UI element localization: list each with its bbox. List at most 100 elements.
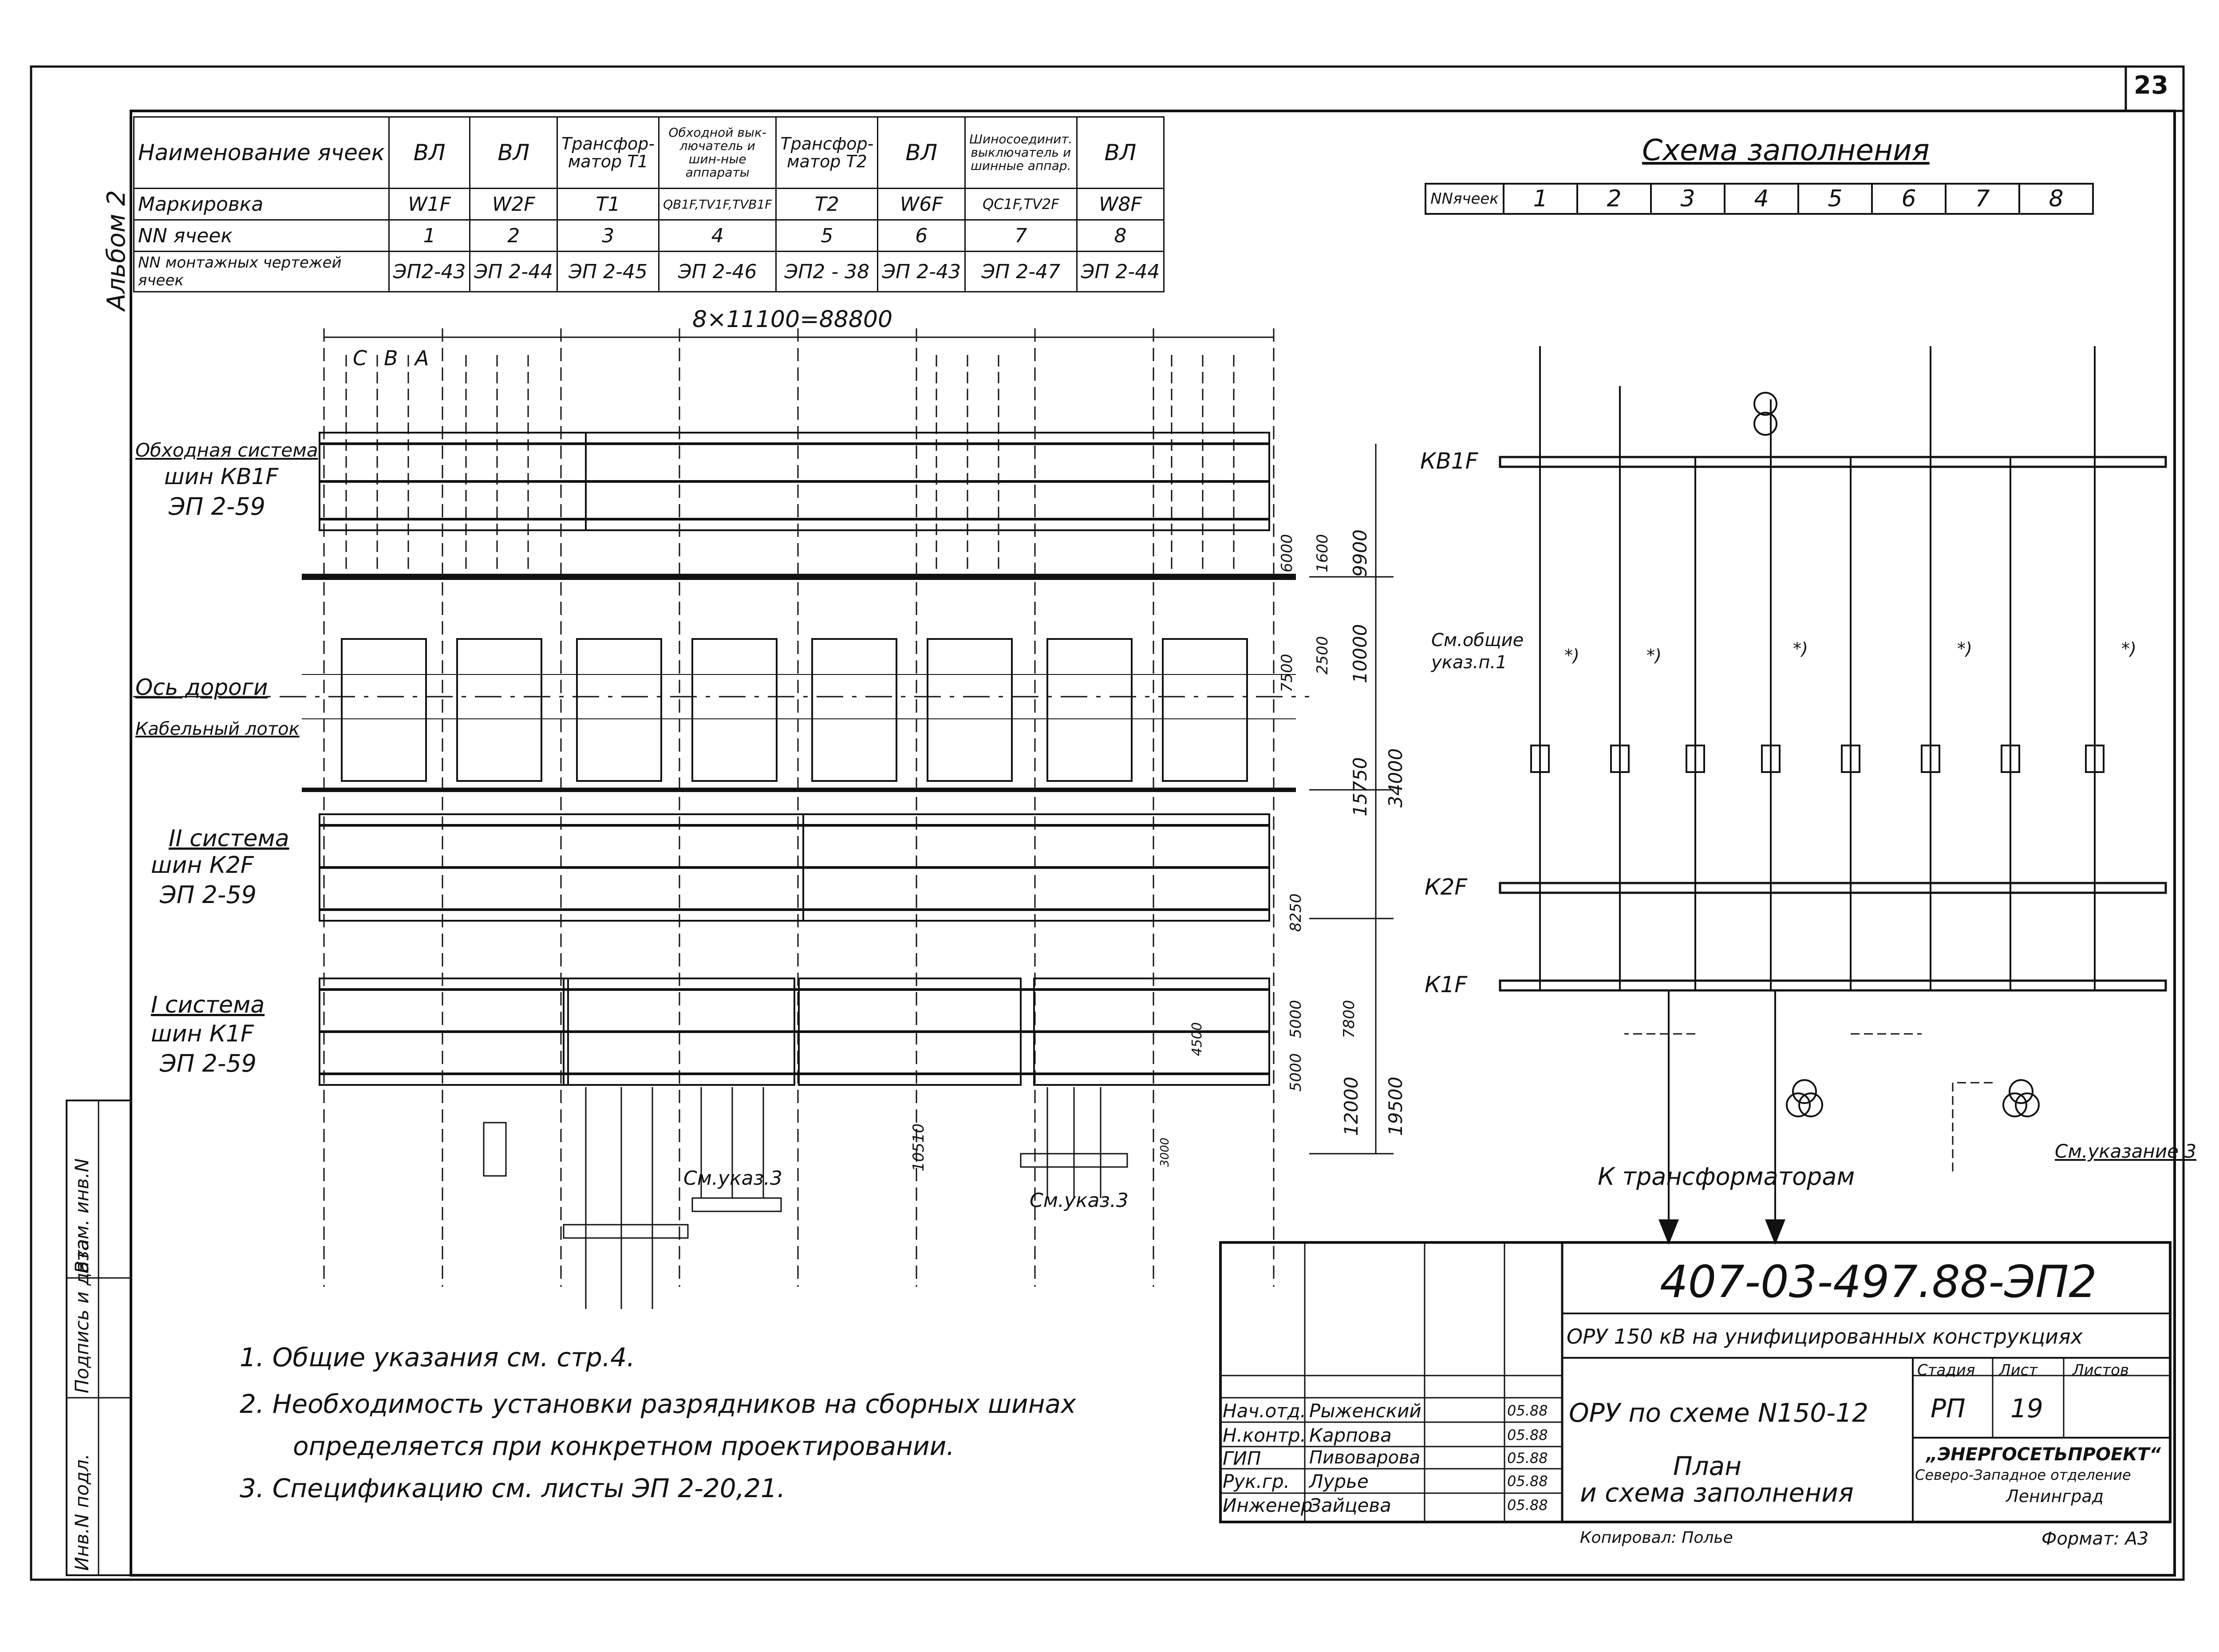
- plan-ref-3-b: См.указ.3: [1030, 1189, 1129, 1212]
- bus2-drawing: ЭП 2-59: [160, 881, 257, 909]
- star-note-3: *): [1793, 639, 1808, 658]
- dim-6000: 6000: [1278, 534, 1296, 572]
- bus-label-k2f: К2F: [1425, 874, 1468, 900]
- dim-5000-a: 5000: [1287, 1000, 1305, 1038]
- dim-5000-b: 5000: [1287, 1053, 1305, 1092]
- sheet-number-box: [2124, 65, 2185, 112]
- sheet-title-line1: План: [1673, 1451, 1742, 1481]
- to-transformers-label: К трансформаторам: [1598, 1163, 1855, 1191]
- note-1: 1. Общие указания см. стр.4.: [240, 1342, 635, 1372]
- dim-10000: 10000: [1349, 624, 1371, 683]
- scheme-cell-3: 3: [1650, 183, 1725, 215]
- cell-name-3: Трансфор-матор Т1: [557, 116, 660, 189]
- stage-value: РП: [1931, 1393, 1966, 1423]
- bus2-code: шин К2F: [151, 852, 254, 879]
- note-2-cont: определяется при конкретном проектирован…: [293, 1431, 955, 1461]
- org-branch: Северо-Западное отделение: [1915, 1467, 2131, 1483]
- cell-drawing-1: ЭП2-43: [388, 251, 471, 292]
- phase-label-b: B: [384, 346, 398, 370]
- bus1-drawing: ЭП 2-59: [160, 1049, 257, 1077]
- bus-label-kb1f: КВ1F: [1420, 448, 1478, 474]
- bypass-bus-code: шин КВ1F: [164, 464, 279, 489]
- dim-1600: 1600: [1314, 534, 1331, 572]
- outer-frame: [30, 65, 2185, 1581]
- sheet-title-line2: и схема заполнения: [1580, 1478, 1854, 1508]
- cell-name-1: ВЛ: [388, 116, 471, 189]
- dim-3000: 3000: [1158, 1137, 1172, 1167]
- table-row: NN ячеек 1 2 3 4 5 6 7 8: [133, 219, 1165, 252]
- table-row: NNячеек 1 2 3 4 5 6 7 8: [1425, 183, 2094, 215]
- table-row: Маркировка W1F W2F Т1 QB1F,TV1F,TVB1F Т2…: [133, 188, 1165, 221]
- table-row: NN монтажных чертежей ячеек ЭП2-43 ЭП 2-…: [133, 251, 1165, 292]
- dim-34000: 34000: [1385, 748, 1406, 808]
- cell-num-2: 2: [469, 219, 558, 252]
- scheme-cell-8: 8: [2018, 183, 2094, 215]
- scheme-cell-1: 1: [1503, 183, 1578, 215]
- bypass-bus-label: Обходная система: [135, 439, 318, 461]
- cell-name-5: Трансфор-матор Т2: [775, 116, 879, 189]
- table-row: Наименование ячеек ВЛ ВЛ Трансфор-матор …: [133, 116, 1165, 189]
- bus-kb1f: [1499, 456, 2167, 468]
- paper-format: Формат: А3: [2041, 1529, 2149, 1549]
- dim-10510: 10510: [910, 1123, 928, 1171]
- scheme-note-ref-line1: См.общие: [1431, 630, 1524, 651]
- sheet-value: 19: [2010, 1393, 2043, 1423]
- bus-k1f: [1499, 979, 2167, 992]
- name-4: Лурье: [1309, 1471, 1369, 1492]
- star-note-1: *): [1564, 646, 1579, 665]
- cell-drawing-7: ЭП 2-47: [964, 251, 1078, 292]
- note-2: 2. Необходимость установки разрядников н…: [240, 1389, 1076, 1419]
- cell-name-7: Шиносоединит. выключатель и шинные аппар…: [964, 116, 1078, 189]
- star-note-2: *): [1646, 646, 1662, 665]
- cell-drawing-3: ЭП 2-45: [557, 251, 660, 292]
- date-3: 05.88: [1507, 1450, 1548, 1467]
- org-city: Ленинград: [2006, 1486, 2104, 1506]
- dim-9900: 9900: [1349, 529, 1371, 577]
- cell-mark-5: Т2: [775, 188, 879, 221]
- scheme-cells-strip: NNячеек 1 2 3 4 5 6 7 8: [1425, 183, 2094, 215]
- inner-frame: [130, 110, 2176, 1577]
- cell-mark-6: W6F: [877, 188, 966, 221]
- role-4: Рук.гр.: [1223, 1471, 1290, 1492]
- project-title: ОРУ 150 кВ на унифицированных конструкци…: [1567, 1325, 2083, 1348]
- date-5: 05.88: [1507, 1497, 1548, 1514]
- cell-mark-2: W2F: [469, 188, 558, 221]
- note-3: 3. Спецификацию см. листы ЭП 2-20,21.: [240, 1473, 786, 1503]
- bypass-bus-drawing: ЭП 2-59: [169, 493, 266, 520]
- bus1-label: I система: [151, 992, 265, 1018]
- row-label-numbers: NN ячеек: [133, 219, 390, 252]
- side-label-replace: Взам. инв.N: [71, 1158, 93, 1273]
- plan-ref-3-a: См.указ.3: [683, 1167, 782, 1190]
- name-5: Зайцева: [1309, 1494, 1391, 1516]
- album-label: Альбом 2: [102, 190, 131, 311]
- stage-header: Стадия: [1917, 1361, 1975, 1379]
- scheme-cell-2: 2: [1576, 183, 1652, 215]
- bus-k2f: [1499, 882, 2167, 894]
- dim-19500: 19500: [1385, 1076, 1406, 1136]
- phase-label-c: C: [353, 346, 367, 370]
- cell-drawing-6: ЭП 2-43: [877, 251, 966, 292]
- cell-drawing-2: ЭП 2-44: [469, 251, 558, 292]
- cell-num-6: 6: [877, 219, 966, 252]
- phase-label-a: A: [415, 346, 429, 370]
- cell-mark-1: W1F: [388, 188, 471, 221]
- dim-12000: 12000: [1340, 1076, 1362, 1136]
- name-2: Карпова: [1309, 1424, 1392, 1446]
- cell-num-4: 4: [658, 219, 777, 252]
- dim-8250: 8250: [1287, 893, 1305, 932]
- cell-num-1: 1: [388, 219, 471, 252]
- scheme-cell-7: 7: [1945, 183, 2020, 215]
- cell-name-4: Обходной вык-лючатель и шин-ные аппараты: [658, 116, 777, 189]
- name-3: Пивоварова: [1309, 1447, 1421, 1468]
- scheme-title: Схема заполнения: [1642, 133, 1930, 167]
- copied-by: Копировал: Полье: [1580, 1529, 1733, 1547]
- cell-name-6: ВЛ: [877, 116, 966, 189]
- role-3: ГИП: [1223, 1447, 1261, 1469]
- cells-table: Наименование ячеек ВЛ ВЛ Трансфор-матор …: [133, 116, 1165, 292]
- row-label-drawings: NN монтажных чертежей ячеек: [133, 251, 390, 292]
- name-1: Рыженский: [1309, 1400, 1421, 1422]
- cell-name-2: ВЛ: [469, 116, 558, 189]
- date-1: 05.88: [1507, 1402, 1548, 1419]
- cell-num-7: 7: [964, 219, 1078, 252]
